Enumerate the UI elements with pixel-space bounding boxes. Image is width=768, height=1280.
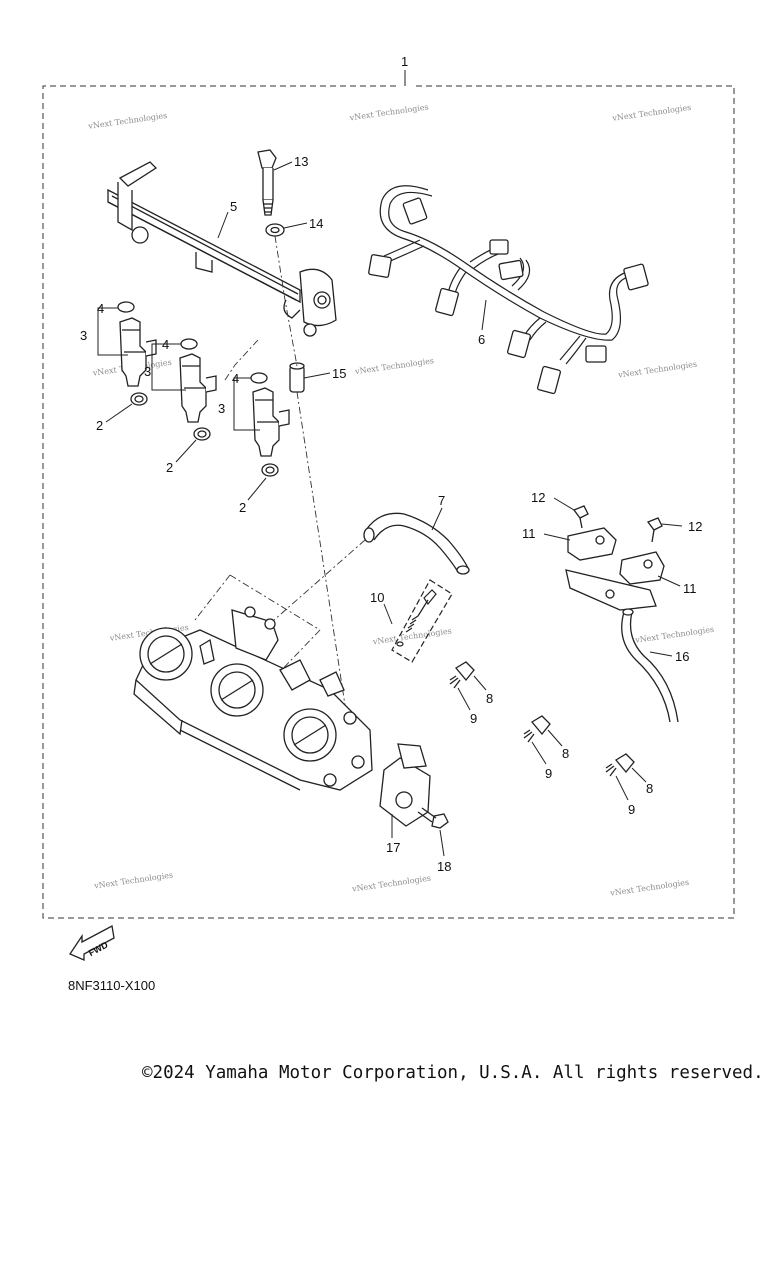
callout-9: 9 (545, 766, 552, 781)
bolt-13-part (257, 149, 277, 216)
watermark: vNext Technologies (87, 111, 168, 131)
callout-3: 3 (80, 328, 87, 343)
callout-4: 4 (97, 301, 104, 316)
watermark: vNext Technologies (371, 626, 452, 646)
fuel-rail-part (107, 161, 337, 337)
leader-13 (273, 161, 293, 171)
harness-connectors (368, 197, 649, 395)
callout-9: 9 (628, 802, 635, 817)
callout-14: 14 (309, 216, 323, 231)
watermark: vNext Technologies (634, 625, 715, 645)
spacer-15-part (289, 362, 305, 393)
callout-2: 2 (96, 418, 103, 433)
watermark-group: vNext Technologies vNext Technologies vN… (87, 102, 715, 898)
leader-5 (217, 211, 229, 239)
watermark: vNext Technologies (609, 878, 690, 898)
callout-3: 3 (144, 364, 151, 379)
watermark: vNext Technologies (617, 360, 698, 380)
leader-15 (303, 372, 331, 379)
injector-part-c (252, 387, 290, 457)
bracket-part (565, 527, 665, 611)
callout-2: 2 (166, 460, 173, 475)
callout-3: 3 (218, 401, 225, 416)
seal-parts (130, 392, 279, 477)
callout-1: 1 (401, 54, 408, 69)
screw-18-part (417, 807, 449, 829)
callout-4: 4 (232, 371, 239, 386)
watermark: vNext Technologies (348, 102, 429, 122)
callout-8: 8 (486, 691, 493, 706)
watermark: vNext Technologies (351, 874, 432, 894)
leader-6 (481, 299, 487, 331)
callout-18: 18 (437, 859, 451, 874)
leader-14 (283, 222, 308, 229)
callout-15: 15 (332, 366, 346, 381)
bolt-12-parts (572, 505, 663, 543)
throttle-body-part (133, 606, 373, 791)
throttle-sensor-part (379, 743, 431, 827)
callout-17: 17 (386, 840, 400, 855)
bracket-leaders (543, 497, 683, 587)
leader-7 (431, 507, 443, 531)
drawing-code: 8NF3110-X100 (68, 978, 156, 993)
callout-13: 13 (294, 154, 308, 169)
callout-8: 8 (646, 781, 653, 796)
callout-10: 10 (370, 590, 384, 605)
injector-part-b (179, 353, 217, 423)
adjust-screw-part (391, 579, 453, 663)
leader-10 (383, 603, 393, 625)
callout-6: 6 (478, 332, 485, 347)
callout-8: 8 (562, 746, 569, 761)
hose-7-part (363, 512, 470, 575)
watermark: vNext Technologies (93, 870, 174, 890)
fwd-arrow-icon: FWD (69, 925, 115, 961)
collar-14-part (265, 223, 285, 237)
exploded-parts-diagram: vNext Technologies vNext Technologies vN… (42, 54, 735, 961)
watermark: vNext Technologies (611, 103, 692, 123)
assembly-boundary (42, 85, 735, 919)
hose-16-part (621, 608, 679, 723)
callout-11: 11 (683, 581, 697, 596)
copyright-notice: ©2024 Yamaha Motor Corporation, U.S.A. A… (142, 1063, 764, 1083)
callout-12: 12 (688, 519, 702, 534)
callout-12: 12 (531, 490, 545, 505)
callout-16: 16 (675, 649, 689, 664)
cap-clip-leaders (457, 675, 647, 801)
watermark: vNext Technologies (354, 356, 435, 376)
injector-leaders (97, 307, 267, 501)
callout-4: 4 (162, 337, 169, 352)
callout-9: 9 (470, 711, 477, 726)
callout-11: 11 (522, 526, 536, 541)
leader-18 (439, 829, 445, 857)
alignment-lines (194, 235, 366, 706)
leader-16 (649, 651, 673, 657)
cap-and-clip-parts (449, 661, 635, 777)
callout-2: 2 (239, 500, 246, 515)
callout-7: 7 (438, 493, 445, 508)
callout-5: 5 (230, 199, 237, 214)
